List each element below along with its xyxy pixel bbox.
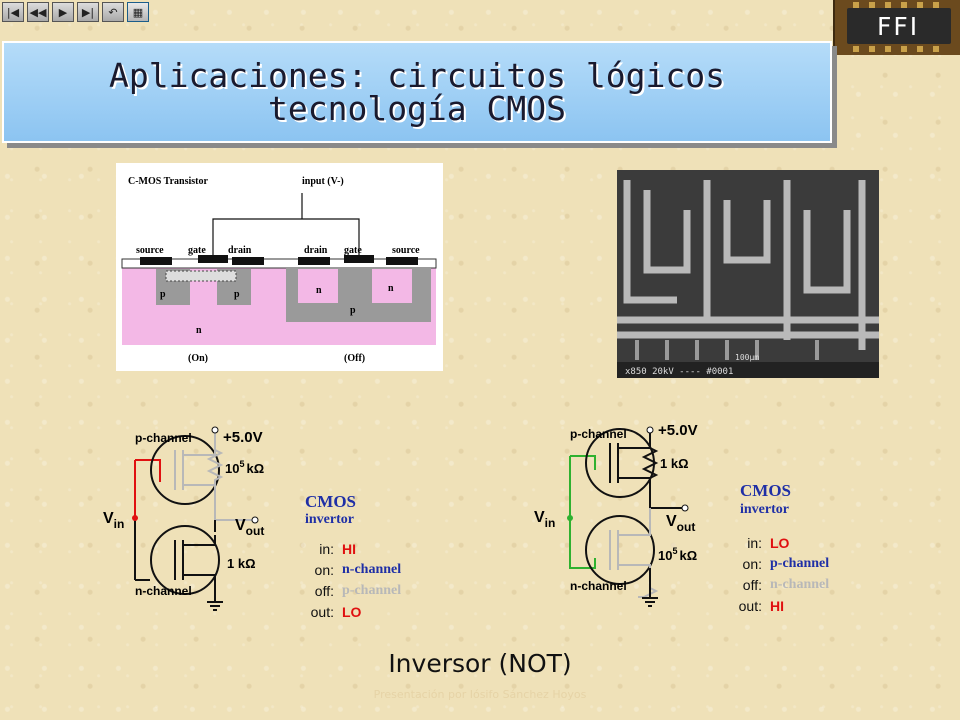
region-label: p [234,289,240,300]
drain-label-right: drain [304,245,328,256]
cross-section-svg: C-MOS Transistor input (V-) source gate … [121,176,437,364]
chip-pin [917,2,923,8]
calculator-button[interactable]: ▦ [127,2,149,22]
off-state-label: (Off) [344,353,365,364]
drain-label-left: drain [228,245,252,256]
logo-text: FFI [877,12,920,41]
region-label: n [316,285,322,296]
table-row: out:LO [310,603,362,620]
chip-pin [885,46,891,52]
last-icon: ▶| [81,5,95,19]
source-contact-right [386,257,418,265]
region-label: n [388,283,394,294]
play-icon: ▶ [58,5,68,19]
table-row: in:LO [747,534,790,551]
source-label-left: source [136,245,164,256]
cmos-cross-section-figure: C-MOS Transistor input (V-) source gate … [116,163,443,371]
left-truth-table: in:HI on:n-channel off:p-channel out:LO [296,538,401,622]
n-channel-label: n-channel [135,584,192,598]
region-label: p [160,289,166,300]
vin-label: Vin [103,510,124,531]
r-top-label: 1 kΩ [660,456,689,471]
page-title: Aplicaciones: circuitos lógicos [109,56,725,95]
footer-credit: Presentación por Iósifo Sánchez Hoyos [373,688,587,701]
left-cmos-label: CMOS [305,492,356,511]
supply-label: +5.0V [658,422,698,439]
last-slide-button[interactable]: ▶| [77,2,99,22]
source-label-right: source [392,245,420,256]
logo: FFI [833,0,960,55]
table-row: on:p-channel [742,555,830,572]
right-truth-table: in:LO on:p-channel off:n-channel out:HI [724,532,829,616]
chip-body [847,8,951,44]
chip-pin [869,2,875,8]
sem-scale: 100µm [735,353,759,362]
supply-label: +5.0V [223,429,263,446]
return-button[interactable]: ↶ [102,2,124,22]
first-icon: |◀ [6,5,20,19]
prev-slide-button[interactable]: ◀◀ [27,2,49,22]
right-cmos-label: CMOS [740,481,791,500]
chip-pin [933,2,939,8]
gate-wire [212,193,360,255]
on-state-label: (On) [188,353,208,364]
nav-bar: |◀ ◀◀ ▶ ▶| ↶ ▦ [2,2,149,22]
chip-pin [869,46,875,52]
cross-title: C-MOS Transistor [128,176,208,187]
chip-pin [901,46,907,52]
sem-caption: x850 20kV ---- #0001 [625,367,733,377]
right-invertor-label: invertor [740,502,789,517]
chip-pin [901,2,907,8]
source-contact-left [140,257,172,265]
return-icon: ↶ [108,5,118,19]
chip-pin [917,46,923,52]
table-row: in:HI [319,540,356,557]
vout-label: Vout [666,513,695,534]
chip-pin [885,2,891,8]
drain-contact-left [232,257,264,265]
micrograph-svg: x850 20kV ---- #0001 100µm [617,170,879,378]
channel [165,270,237,282]
region-label: p [350,305,356,316]
drain-contact-right [298,257,330,265]
table-row: on:n-channel [314,561,402,578]
r-bottom-label: 1 kΩ [227,556,256,571]
gate-label-left: gate [188,245,206,256]
vout-label: Vout [235,517,264,538]
p-channel-label: p-channel [135,431,192,445]
chip-pin [853,2,859,8]
region-label: n [196,325,202,336]
left-invertor-label: invertor [305,512,354,527]
p-channel-label: p-channel [570,427,627,441]
table-row: off:p-channel [314,582,402,599]
table-row: off:n-channel [742,576,830,593]
first-slide-button[interactable]: |◀ [2,2,24,22]
n-region-right [372,269,412,303]
vin-label: Vin [534,509,555,530]
gate-contact-left [198,255,228,263]
slide-caption: Inversor (NOT) [388,649,572,678]
n-channel-label: n-channel [570,579,627,593]
sem-micrograph: x850 20kV ---- #0001 100µm [617,170,879,378]
n-region-left [298,269,338,303]
calculator-icon: ▦ [132,5,144,19]
next-slide-button[interactable]: ▶ [52,2,74,22]
rewind-icon: ◀◀ [29,5,47,19]
table-row: out:HI [738,597,784,614]
page-subtitle: tecnología CMOS [267,89,566,128]
title-box [2,41,832,143]
chip-pin [853,46,859,52]
gate-contact-right [344,255,374,263]
oxide-layer [121,258,437,269]
chip-pin [933,46,939,52]
input-label: input (V-) [302,176,344,187]
gate-label-right: gate [344,245,362,256]
